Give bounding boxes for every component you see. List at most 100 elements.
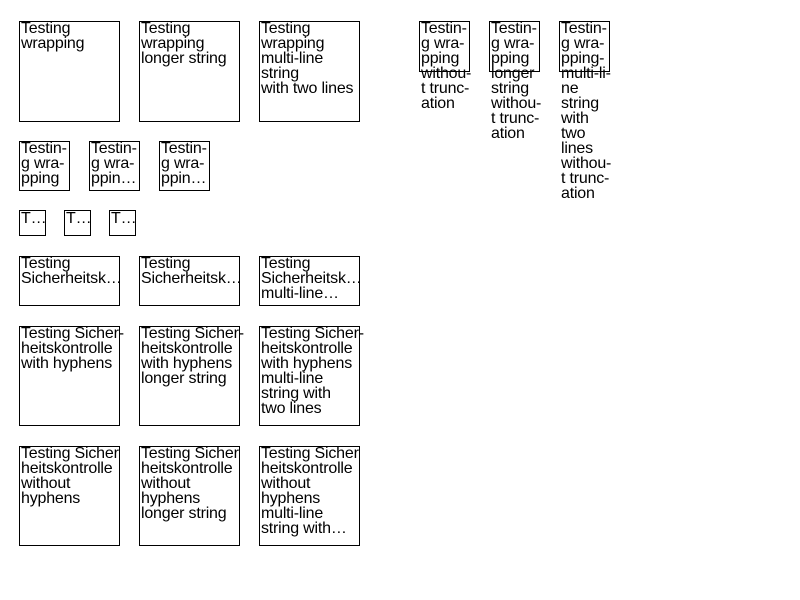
long-word-box-1 (19, 256, 120, 306)
text-line: g wra- (21, 155, 65, 172)
text-line: wrapping (21, 35, 85, 52)
text-line: ation (561, 185, 595, 202)
narrow-box-wrap-truncated-1-text: Testin-g wra-ppin… (91, 140, 137, 187)
text-line: without (141, 475, 191, 492)
text-line: string with (261, 385, 331, 402)
wrap-box-short (19, 21, 120, 122)
text-line: t trunc- (421, 80, 470, 97)
text-line: g wra- (91, 155, 135, 172)
text-line: wrapping (141, 35, 205, 52)
text-line: Testing Sicher (261, 445, 359, 462)
text-line: multi-line (261, 50, 324, 67)
text-line: heitskontrolle (141, 460, 233, 477)
text-line: T… (66, 210, 92, 227)
text-line: withou- (561, 155, 612, 172)
text-line: Testin- (561, 20, 607, 37)
text-line: g wra- (421, 35, 465, 52)
text-line: with hyphens (21, 355, 112, 372)
text-line: longer (491, 65, 535, 82)
text-line: without (261, 475, 311, 492)
text-line: heitskontrolle (261, 340, 353, 357)
text-line: lines (561, 140, 593, 157)
text-line: Sicherheitsk… (21, 270, 122, 287)
text-line: g wra- (161, 155, 205, 172)
text-line: ation (421, 95, 455, 112)
tiny-box-1 (19, 210, 46, 236)
wrap-box-longer (139, 21, 240, 122)
text-line: g wra- (561, 35, 605, 52)
text-line: with two lines (261, 80, 354, 97)
text-line: with hyphens (141, 355, 232, 372)
no-hyphen-box-1 (19, 446, 120, 546)
narrow-box-wrap-truncated-1 (89, 141, 140, 191)
text-line: with hyphens (261, 355, 352, 372)
text-line: longer string (141, 370, 227, 387)
text-line: wrapping (261, 35, 325, 52)
text-line: Testin- (21, 140, 67, 157)
text-line: Testing (261, 20, 311, 37)
text-line: Sicherheitsk… (261, 270, 362, 287)
narrow-box-longer-no-truncation (489, 21, 540, 72)
tiny-box-3 (109, 210, 136, 236)
text-line: ne (561, 80, 579, 97)
text-line: g wra- (491, 35, 535, 52)
text-line: Testin- (161, 140, 207, 157)
text-line: multi-line (261, 505, 324, 522)
long-word-box-3 (259, 256, 360, 306)
text-line: Testin- (491, 20, 537, 37)
text-line: string (261, 65, 299, 82)
text-line: T… (21, 210, 47, 227)
text-line: Testing Sicher- (141, 325, 244, 342)
text-line: multi-li- (561, 65, 611, 82)
text-line: Testin- (421, 20, 467, 37)
text-line: Testing (21, 255, 71, 272)
text-line: Sicherheitsk… (141, 270, 242, 287)
narrow-box-wrap (19, 141, 70, 191)
tiny-box-1-text: T… (21, 210, 47, 227)
tiny-box-3-text: T… (111, 210, 137, 227)
text-line: T… (111, 210, 137, 227)
text-line: string (491, 80, 529, 97)
text-line: Testing (261, 255, 311, 272)
narrow-box-wrap-truncated-2 (159, 141, 210, 191)
text-line: hyphens (261, 490, 321, 507)
narrow-box-wrap-text: Testin-g wra-pping (21, 140, 67, 187)
text-line: hyphens (141, 490, 201, 507)
narrow-box-no-truncation (419, 21, 470, 72)
long-word-box-2 (139, 256, 240, 306)
hyphen-box-2 (139, 326, 240, 426)
text-line: Testing Sicher- (21, 325, 124, 342)
text-line: Testing (21, 20, 71, 37)
text-line: ppin… (161, 170, 207, 187)
text-line: ation (491, 125, 525, 142)
text-line: Testing Sicher (21, 445, 119, 462)
text-line: heitskontrolle (21, 460, 113, 477)
text-line: pping (491, 50, 530, 67)
text-line: Testin- (91, 140, 137, 157)
no-hyphen-box-2 (139, 446, 240, 546)
text-line: heitskontrolle (21, 340, 113, 357)
narrow-box-multiline-no-truncation (559, 21, 610, 72)
text-line: t trunc- (561, 170, 610, 187)
no-hyphen-box-3 (259, 446, 360, 546)
text-line: with (561, 110, 589, 127)
tiny-box-2-text: T… (66, 210, 92, 227)
text-line: longer string (141, 505, 227, 522)
text-line: string with… (261, 520, 347, 537)
text-line: t trunc- (491, 110, 540, 127)
text-line: heitskontrolle (141, 340, 233, 357)
text-line: hyphens (21, 490, 81, 507)
text-line: Testing Sicher (141, 445, 239, 462)
text-line: two lines (261, 400, 322, 417)
